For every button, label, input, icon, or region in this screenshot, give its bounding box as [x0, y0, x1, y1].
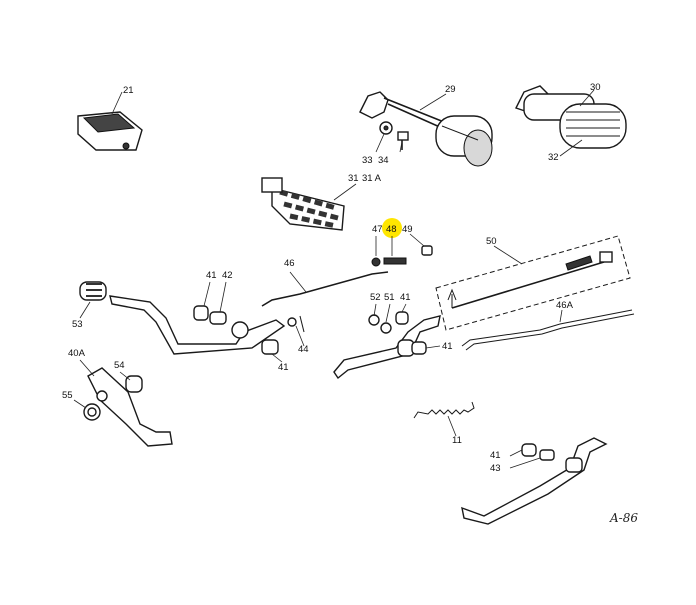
- part-32-rubber: [559, 139, 583, 157]
- part-30-footrest: [515, 85, 627, 149]
- part-33-washer: [375, 121, 393, 153]
- part-41-bushing-bottom: [509, 443, 537, 457]
- label-43: 43: [490, 463, 501, 474]
- part-29-footrest: [359, 91, 493, 167]
- part-48-pin: [383, 236, 407, 265]
- part-11-spring: [413, 401, 475, 437]
- label-48: 48: [386, 224, 397, 235]
- label-42: 42: [222, 270, 233, 281]
- part-31-rubber-footrest: [261, 177, 357, 231]
- label-49: 49: [402, 224, 413, 235]
- label-50: 50: [486, 236, 497, 247]
- part-51-washer: [380, 303, 392, 334]
- part-41-bushing-right: [411, 341, 441, 355]
- label-41-lower: 41: [278, 362, 289, 373]
- label-53: 53: [72, 319, 83, 330]
- label-31a: 31 A: [362, 173, 382, 184]
- part-54-bushing: [119, 371, 143, 393]
- label-34: 34: [378, 155, 389, 166]
- part-53-brake-lever: [79, 281, 286, 355]
- label-55: 55: [62, 390, 73, 401]
- label-47: 47: [372, 224, 383, 235]
- signature: A-86: [609, 511, 638, 525]
- part-gear-shift-lever: [333, 315, 441, 380]
- highlight-marker: [382, 218, 402, 238]
- part-49-nut: [409, 233, 433, 256]
- part-52-washer: [368, 303, 380, 326]
- label-31: 31: [348, 173, 359, 184]
- part-44-washer: [287, 315, 305, 347]
- part-34-bolt: [397, 131, 409, 153]
- part-42-spacer: [209, 281, 227, 325]
- label-21: 21: [123, 85, 134, 96]
- label-44: 44: [298, 344, 309, 355]
- label-32: 32: [548, 152, 559, 163]
- label-46a: 46A: [556, 300, 574, 311]
- label-54: 54: [114, 360, 125, 371]
- part-lower-right-lever: [461, 437, 608, 525]
- part-55-washer: [73, 399, 101, 421]
- label-41-gear: 41: [400, 292, 411, 303]
- label-46: 46: [284, 258, 295, 269]
- part-21-pedal: [77, 91, 143, 151]
- part-43-spacer: [509, 449, 555, 469]
- label-30: 30: [590, 82, 601, 93]
- part-47-pin: [371, 236, 381, 267]
- part-46-brake-rod: [261, 271, 389, 307]
- label-41-bottom: 41: [490, 450, 501, 461]
- part-41-bushing-lower: [261, 339, 283, 363]
- part-41-bushing-gear: [395, 303, 409, 325]
- part-41-bushing-left: [193, 281, 211, 321]
- label-41-left: 41: [206, 270, 217, 281]
- label-51: 51: [384, 292, 395, 303]
- label-29: 29: [445, 84, 456, 95]
- part-40a-bracket: [79, 359, 173, 447]
- part-46a-long-rod: [461, 309, 635, 351]
- label-33: 33: [362, 155, 373, 166]
- label-41-right: 41: [442, 341, 453, 352]
- label-52: 52: [370, 292, 381, 303]
- label-11: 11: [452, 435, 462, 446]
- label-40a: 40A: [68, 348, 86, 359]
- part-50-rod-assembly: [435, 235, 631, 331]
